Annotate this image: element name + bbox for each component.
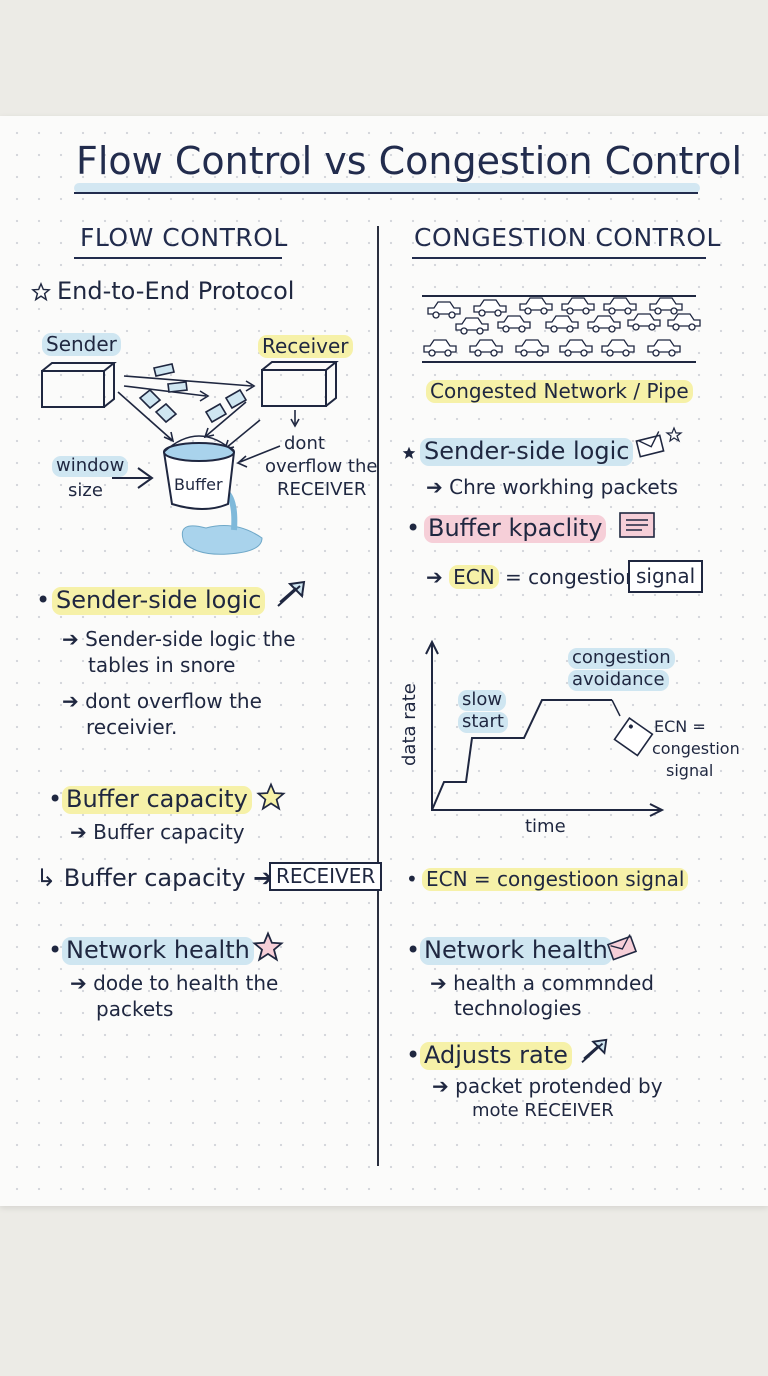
- window-label-line2: size: [68, 480, 103, 501]
- car-icon: [649, 297, 683, 315]
- right-r2-title: Buffer kpaclity: [424, 514, 607, 543]
- x-axis-arrowhead: [649, 803, 665, 817]
- left-b3: ↳ Buffer capacity ➔: [36, 864, 274, 892]
- chart-ca-line1: congestion: [568, 647, 675, 669]
- left-b2-sub: ➔ Buffer capacity: [70, 820, 245, 844]
- car-icon: [515, 339, 549, 357]
- note-line3: RECEIVER: [277, 479, 367, 500]
- chart-ca-line2: avoidance: [568, 669, 669, 691]
- ecn-pointer: [611, 699, 621, 717]
- car-icon: [601, 339, 635, 357]
- envelope-icon: [635, 426, 683, 458]
- left-b3-receiver-box: RECEIVER: [269, 862, 383, 891]
- bullet-dot: •: [406, 514, 421, 542]
- sender-box: [41, 362, 117, 408]
- left-b1-sub2-line2: receivier.: [86, 715, 178, 739]
- car-icon: [627, 313, 661, 331]
- right-r2-sub: ➔ ECN = congestion: [426, 565, 638, 589]
- star-icon: [256, 782, 286, 811]
- window-arrow: [112, 467, 154, 489]
- receiver-label: Receiver: [258, 335, 353, 358]
- car-icon: [561, 297, 595, 315]
- right-r2-signal-box: signal: [628, 560, 704, 593]
- receiver-box: [261, 361, 339, 407]
- left-b4-sub-line2: packets: [96, 997, 174, 1021]
- car-icon: [473, 299, 507, 317]
- star-icon: [252, 931, 284, 962]
- note-arrow: [236, 445, 281, 468]
- protocol-label: End-to-End Protocol: [57, 277, 295, 305]
- car-icon: [559, 339, 593, 357]
- chart-slow-line1: slow: [458, 689, 507, 711]
- bullet-dot: •: [406, 867, 418, 891]
- window-label-line1: window: [52, 455, 129, 477]
- right-r1-title: Sender-side logic: [420, 437, 634, 466]
- right-r5-sub-line2: mote RECEIVER: [472, 1100, 614, 1121]
- bullet-dot: •: [48, 936, 63, 964]
- arrow-up-right-icon: [581, 1038, 608, 1063]
- star-icon: [31, 282, 51, 302]
- sender-label: Sender: [42, 333, 121, 356]
- left-b1-sub2-line1: ➔ dont overflow the: [62, 689, 262, 713]
- title-highlight: [74, 183, 700, 193]
- bucket-icon: [163, 435, 263, 555]
- car-icon: [545, 315, 579, 333]
- notepad-icon: [619, 512, 655, 538]
- right-r1-sub: ➔ Chre workhing packets: [426, 475, 678, 499]
- right-r5-sub-line1: ➔ packet protended by: [432, 1074, 663, 1098]
- car-icon: [497, 315, 531, 333]
- car-icon: [427, 301, 461, 319]
- left-b4-sub-line1: ➔ dode to health the: [70, 971, 279, 995]
- envelope-icon: [606, 934, 638, 961]
- bullet-dot: •: [406, 936, 421, 964]
- right-r3-text: ECN = congestioon signal: [422, 868, 689, 891]
- star-icon: [402, 446, 416, 459]
- chart-ecn-line1: ECN =: [654, 717, 706, 736]
- flow-control-heading-underline: [74, 257, 282, 259]
- chart-xlabel: time: [525, 816, 566, 837]
- arrow-up-right-icon: [277, 580, 306, 607]
- car-icon: [455, 317, 489, 335]
- chart-ecn-line2: congestion: [652, 739, 740, 758]
- car-icon: [667, 313, 701, 331]
- rate-curve: [431, 699, 612, 811]
- congestion-control-heading: CONGESTION CONTROL: [414, 223, 721, 252]
- buffer-label: Buffer: [174, 475, 223, 494]
- right-r4-sub-line2: technologies: [454, 996, 582, 1020]
- flow-control-heading: FLOW CONTROL: [80, 223, 288, 252]
- page-title: Flow Control vs Congestion Control: [76, 139, 743, 183]
- chart-ecn-line3: signal: [666, 761, 714, 780]
- bullet-dot: •: [48, 785, 63, 813]
- left-b1-title: Sender-side logic: [52, 586, 266, 615]
- car-icon: [423, 339, 457, 357]
- left-b4-title: Network health: [62, 936, 254, 965]
- chart-slow-line2: start: [458, 711, 508, 733]
- right-r4-sub-line1: ➔ health a commnded: [430, 971, 654, 995]
- bullet-dot: •: [36, 586, 51, 614]
- congestion-control-heading-underline: [412, 257, 706, 259]
- bullet-dot: •: [406, 1041, 421, 1069]
- y-axis-arrowhead: [425, 639, 439, 655]
- tag-icon: [613, 717, 654, 757]
- packet-arrows: [117, 363, 300, 451]
- note-line1: dont: [284, 433, 325, 454]
- left-b1-sub1-line2: tables in snore: [88, 653, 236, 677]
- pipe-label: Congested Network / Pipe: [426, 380, 693, 403]
- left-b2-title: Buffer capacity: [62, 785, 252, 814]
- left-b1-sub1-line1: ➔ Sender-side logic the: [62, 627, 296, 651]
- right-r4-title: Network health: [420, 936, 612, 965]
- chart-ylabel: data rate: [399, 683, 420, 766]
- car-icon: [587, 315, 621, 333]
- column-divider: [377, 226, 379, 1166]
- car-icon: [469, 339, 503, 357]
- car-icon: [603, 297, 637, 315]
- car-icon: [647, 339, 681, 357]
- note-line2: overflow the: [265, 456, 378, 477]
- right-r5-title: Adjusts rate: [420, 1041, 572, 1070]
- title-underline: [74, 192, 698, 194]
- car-icon: [519, 297, 553, 315]
